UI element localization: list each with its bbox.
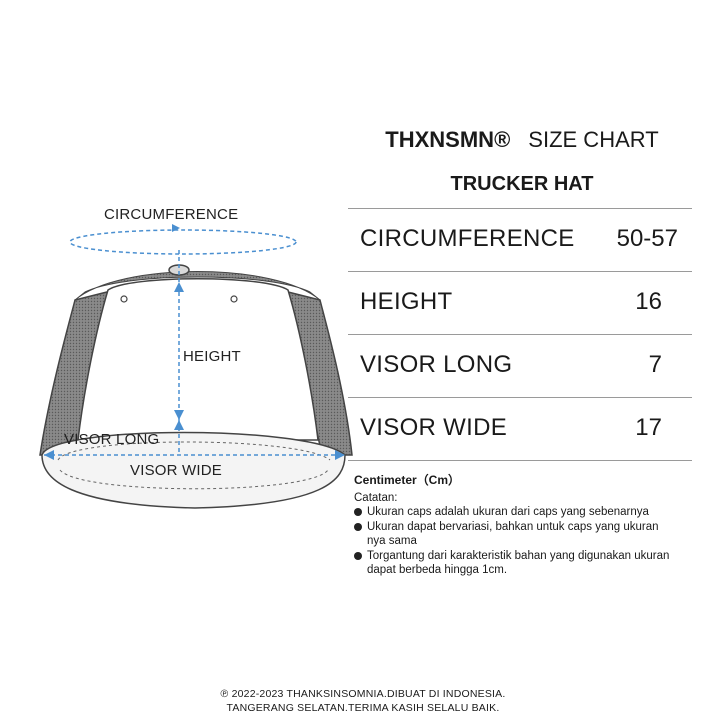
note-text: Ukuran caps adalah ukuran dari caps yang… (367, 506, 649, 518)
measure-value: 7 (648, 351, 662, 378)
table-row: VISOR LONG 7 (348, 335, 692, 398)
footer: ℗ 2022-2023 THANKSINSOMNIA.DIBUAT DI IND… (0, 688, 726, 715)
measure-name: CIRCUMFERENCE (360, 225, 575, 252)
eyelet-left (120, 295, 128, 303)
mesh-top (74, 271, 321, 301)
measure-value: 50-57 (616, 225, 678, 252)
circumference-ellipse (69, 229, 297, 255)
height-label: HEIGHT (183, 348, 241, 365)
unit-label: Centimeter（Cm） (354, 473, 461, 487)
footer-line-2: TANGERANG SELATAN.TERIMA KASIH SELALU BA… (226, 701, 500, 714)
front-panel (77, 278, 319, 441)
measure-name: VISOR WIDE (360, 414, 508, 441)
measure-value: 17 (635, 414, 662, 441)
measure-name: VISOR LONG (360, 351, 513, 378)
circumference-arrow (172, 224, 180, 232)
list-item: Ukuran caps adalah ukuran dari caps yang… (354, 505, 694, 520)
list-item: Torgantung dari karakteristik bahan yang… (354, 549, 694, 578)
table-row: CIRCUMFERENCE 50-57 (348, 208, 692, 272)
note-text: Ukuran dapat bervariasi, bahkan untuk ca… (367, 520, 659, 548)
visor (41, 431, 346, 509)
brand-name: THXNSMN® (385, 127, 511, 152)
size-chart-title: THXNSMN® SIZE CHART (352, 127, 692, 153)
table-row: HEIGHT 16 (348, 272, 692, 335)
footer-line-1: ℗ 2022-2023 THANKSINSOMNIA.DIBUAT DI IND… (220, 688, 506, 700)
notes-list: Ukuran caps adalah ukuran dari caps yang… (354, 505, 694, 578)
notes-title: Catatan: (354, 492, 398, 504)
list-item: Ukuran dapat bervariasi, bahkan untuk ca… (354, 520, 677, 549)
measure-name: HEIGHT (360, 288, 453, 315)
visor-long-label: VISOR LONG (64, 431, 160, 448)
table-row: VISOR WIDE 17 (348, 398, 692, 461)
size-table: CIRCUMFERENCE 50-57 HEIGHT 16 VISOR LONG… (348, 208, 692, 461)
circumference-label: CIRCUMFERENCE (104, 206, 239, 223)
bullet-icon (354, 551, 362, 560)
bullet-icon (354, 508, 362, 516)
visor-wide-label: VISOR WIDE (130, 462, 223, 479)
measure-value: 16 (635, 288, 662, 315)
bullet-icon (354, 522, 362, 531)
visor-stitch (57, 441, 331, 461)
eyelet-right (230, 295, 238, 303)
chart-title: SIZE CHART (528, 127, 659, 152)
product-title: TRUCKER HAT (450, 173, 594, 195)
visor-stitch-lower (59, 469, 329, 490)
note-text: Torgantung dari karakteristik bahan yang… (367, 549, 670, 577)
